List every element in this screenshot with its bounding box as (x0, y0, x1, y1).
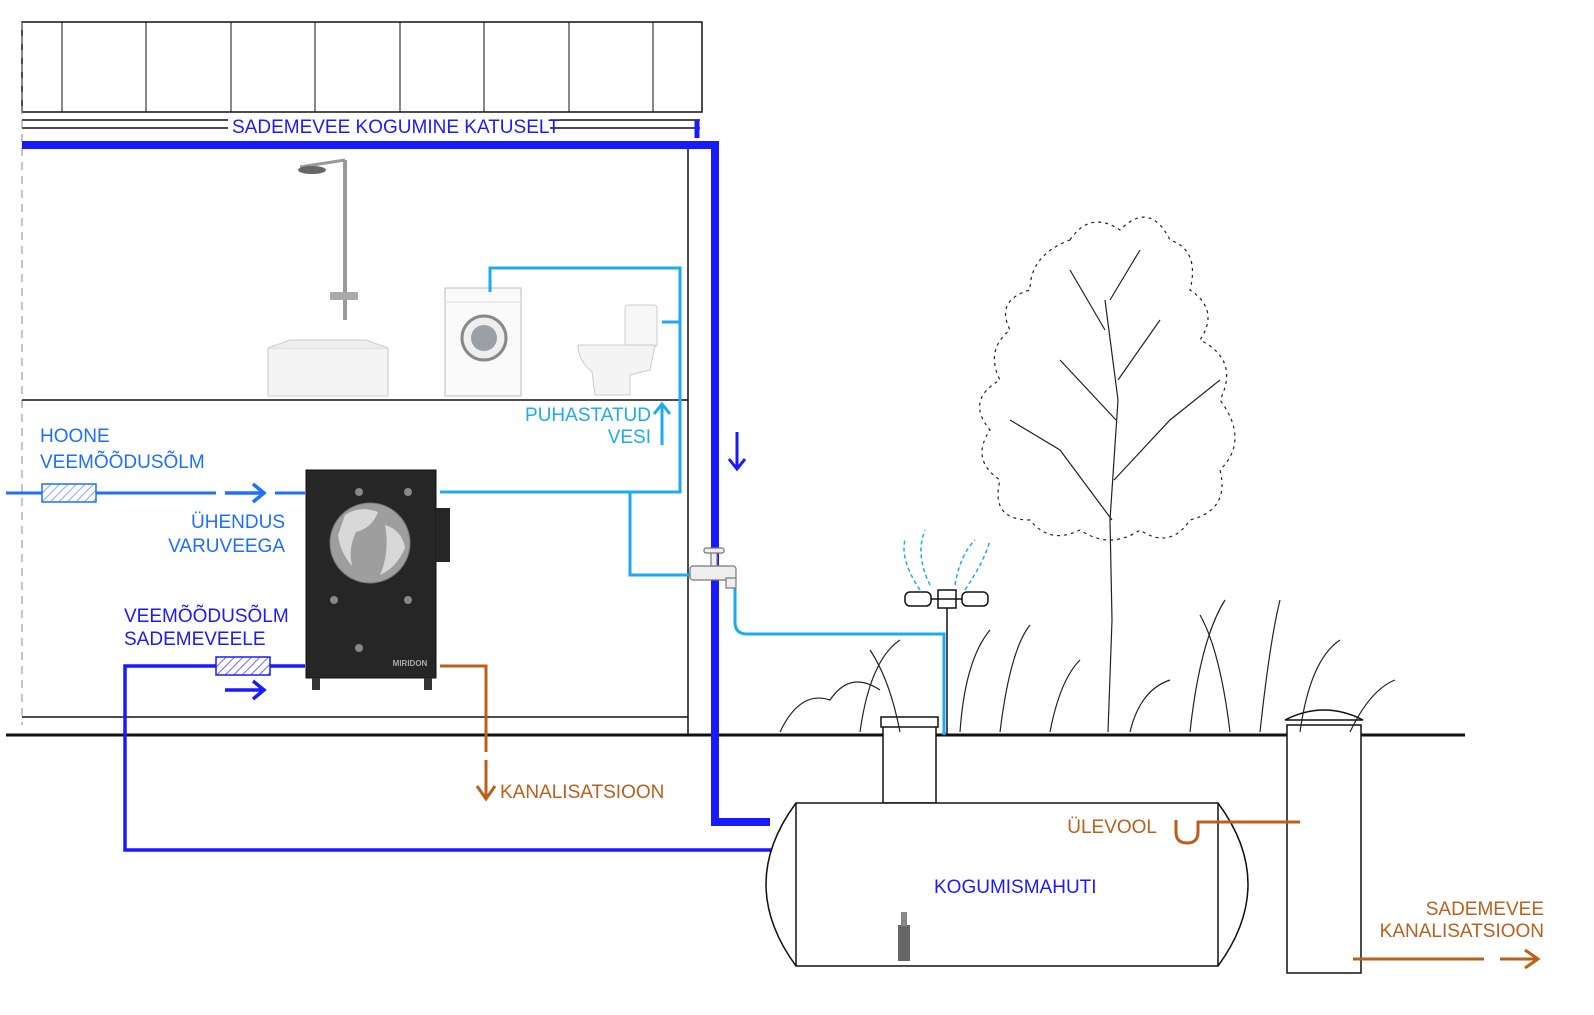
device-brand: MIRIDON (393, 659, 428, 668)
miridon-device: MIRIDON (305, 469, 450, 690)
pump-icon (898, 912, 910, 961)
label-tank: KOGUMISMAHUTI (934, 877, 1097, 898)
roof (21, 21, 703, 113)
storm-sewer-line (1353, 948, 1541, 970)
label-purified-2: VESI (608, 427, 651, 448)
rainwater-meter (215, 656, 271, 676)
label-overflow: ÜLEVOOL (1067, 817, 1157, 838)
shower-icon (267, 158, 389, 397)
label-backup-1: ÜHENDUS (191, 512, 285, 533)
label-sewer: KANALISATSIOON (500, 782, 664, 803)
purified-water-pipes (440, 266, 946, 735)
faucet-icon (689, 547, 737, 589)
label-rain-meter-1: VEEMÕÕDUSÕLM (124, 605, 289, 627)
rainwater-downpipe (22, 120, 770, 826)
building-water-meter (41, 483, 97, 503)
label-storm-1: SADEMEVEE (1426, 899, 1544, 920)
tree-icon (979, 216, 1236, 733)
label-backup-2: VARUVEEGA (168, 536, 285, 557)
garden-plants (779, 599, 1396, 733)
label-building-meter-2: VEEMÕÕDUSÕLM (40, 451, 205, 473)
label-roof-collection: SADEMEVEE KOGUMINE KATUSELT (232, 117, 560, 138)
sprinkler-icon (903, 529, 991, 735)
sewer-line (440, 664, 497, 802)
label-rain-meter-2: SADEMEVEELE (124, 629, 266, 650)
right-arrow-icon (225, 482, 267, 504)
collection-tank (765, 709, 1364, 974)
up-arrow-icon (652, 401, 672, 445)
label-purified-1: PUHASTATUD (525, 405, 651, 426)
label-storm-2: KANALISATSIOON (1380, 921, 1544, 942)
down-arrow-icon (727, 432, 747, 472)
washing-machine-icon (444, 287, 522, 397)
label-building-meter-1: HOONE (40, 426, 110, 447)
overflow-pipe (1174, 820, 1300, 845)
right-arrow-icon-2 (225, 679, 267, 701)
toilet-icon (577, 304, 658, 396)
